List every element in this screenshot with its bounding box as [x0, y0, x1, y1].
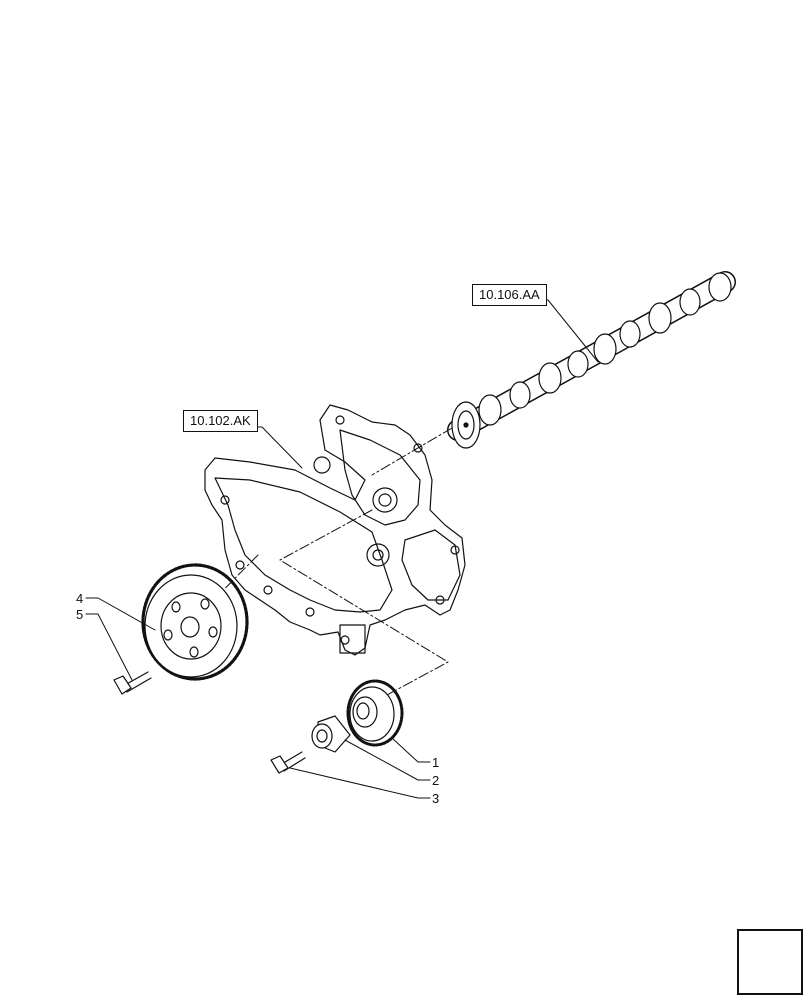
bolt-5: [113, 671, 152, 695]
camshaft-reference-label[interactable]: 10.106.AA: [472, 284, 547, 306]
previous-page-button[interactable]: [737, 929, 803, 995]
callout-4: 4: [76, 591, 84, 606]
timing-cover: [204, 404, 466, 656]
callout-3: 3: [432, 791, 440, 806]
camshaft: [447, 271, 736, 449]
idler-gear: [346, 679, 404, 747]
large-gear: [141, 563, 249, 681]
callout-1: 1: [432, 755, 440, 770]
bolt-3: [270, 751, 306, 774]
spacer: [311, 715, 351, 753]
callout-5: 5: [76, 607, 84, 622]
cover-reference-label[interactable]: 10.102.AK: [183, 410, 258, 432]
callout-2: 2: [432, 773, 440, 788]
